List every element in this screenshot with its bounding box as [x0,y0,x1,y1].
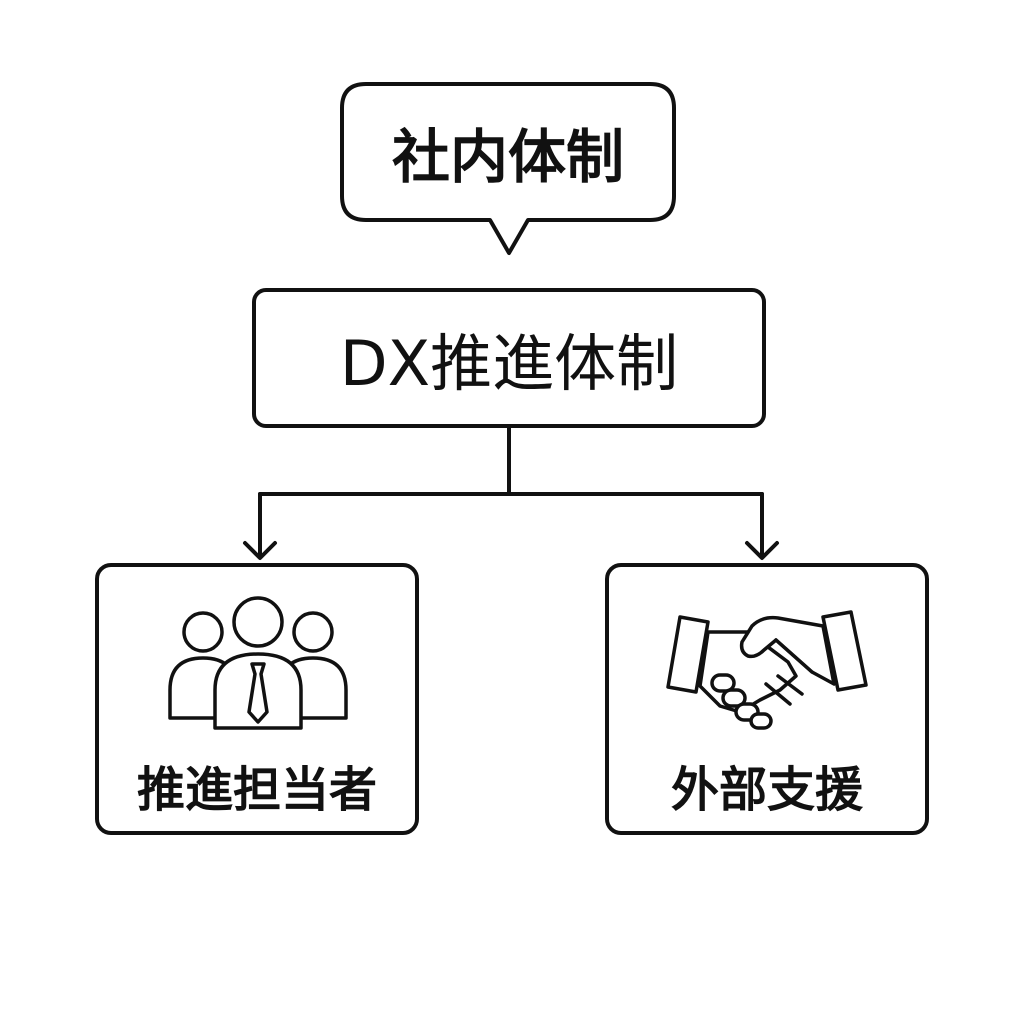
connector-lines [258,424,764,559]
branch-box-left [95,563,419,835]
branch-label-right: 外部支援 [670,762,863,818]
branch-label-left: 推進担当者 [136,762,377,818]
arrow-down-right-icon [745,541,779,560]
people-icon [168,596,348,730]
arrow-down-left-icon [243,541,277,560]
main-box-label: DX推進体制 [339,327,679,400]
callout-bubble [340,82,676,255]
handshake-icon [666,610,868,730]
callout-label: 社内体制 [391,123,624,191]
branch-box-right [605,563,929,835]
